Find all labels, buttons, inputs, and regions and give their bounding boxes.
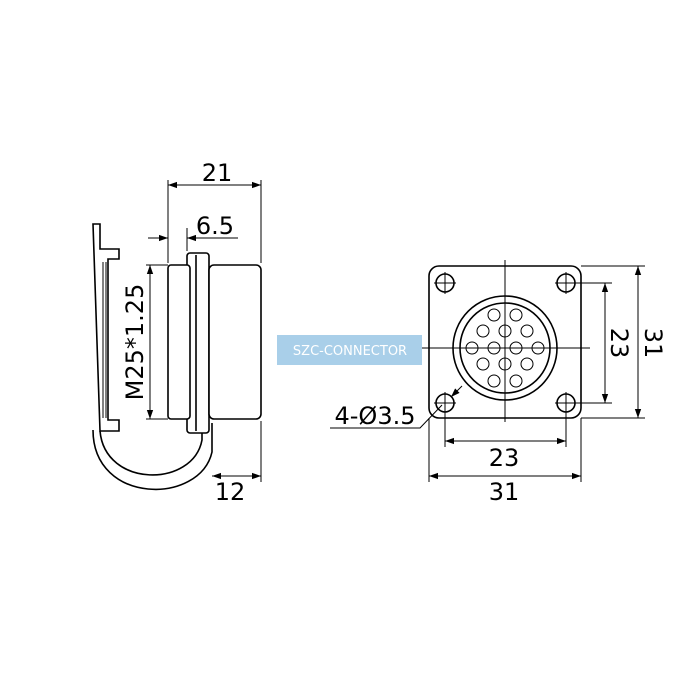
dim-height-label: 31 xyxy=(639,328,667,359)
thread-body xyxy=(167,264,191,420)
dim-flange-label: 6.5 xyxy=(196,212,234,240)
contact-pin xyxy=(476,357,490,371)
dim-hole-spacing-v-label: 23 xyxy=(605,328,633,359)
square-flange xyxy=(428,265,582,419)
contact-pin xyxy=(509,308,523,322)
contact-pin xyxy=(487,308,501,322)
lanyard-outer xyxy=(92,423,213,491)
outer-ring xyxy=(452,295,558,401)
dim-thread-label: M25*1.25 xyxy=(121,284,149,401)
hole-callout-arrow xyxy=(450,385,463,398)
lanyard-inner xyxy=(99,423,203,476)
inner-ring xyxy=(459,302,551,394)
mounting-hole xyxy=(434,272,456,294)
hole-callout-leader xyxy=(330,404,443,429)
contact-pin xyxy=(509,341,523,355)
dust-cap-outline xyxy=(92,223,120,432)
watermark-text: SZC-CONNECTOR xyxy=(293,344,407,359)
contact-pin xyxy=(520,324,534,338)
contact-pin xyxy=(487,341,501,355)
contact-pin xyxy=(520,357,534,371)
dim-hole-spacing-h-label: 23 xyxy=(489,444,520,472)
dim-width-label: 31 xyxy=(489,478,520,506)
contact-pin xyxy=(509,374,523,388)
contact-pin xyxy=(487,374,501,388)
front-view: 23 31 23 31 4-Ø3.5 xyxy=(330,260,667,506)
rear-body xyxy=(208,264,262,420)
dim-holes-label: 4-Ø3.5 xyxy=(335,402,416,430)
dim-cap-label: 12 xyxy=(215,478,246,506)
side-view: 21 6.5 M25*1.25 12 xyxy=(92,159,262,506)
contact-pin xyxy=(465,341,479,355)
contact-pin xyxy=(498,324,512,338)
dim-length-label: 21 xyxy=(202,159,233,187)
watermark: SZC-CONNECTOR xyxy=(277,335,422,365)
contact-pin xyxy=(498,357,512,371)
contact-pin xyxy=(476,324,490,338)
contact-pins xyxy=(465,308,545,388)
contact-pin xyxy=(531,341,545,355)
